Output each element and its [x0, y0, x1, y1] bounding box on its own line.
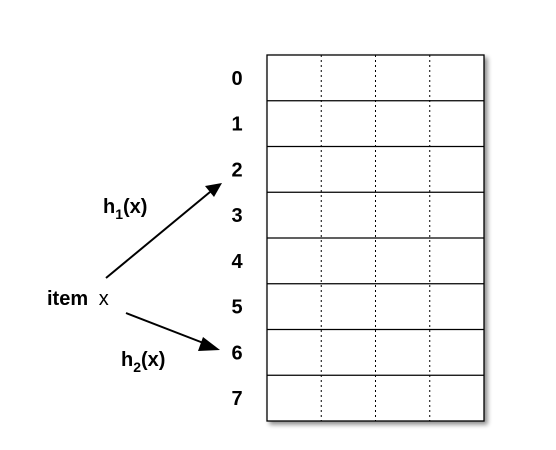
hash-h1-argument: (x) — [123, 196, 147, 218]
hash-arrow-h2 — [125, 312, 220, 351]
hash-label-h1: h1(x) — [103, 196, 147, 222]
row-labels: 0 1 2 3 4 5 6 7 — [231, 68, 243, 410]
row-label-2: 2 — [231, 159, 242, 181]
item-word: item — [47, 288, 88, 310]
hash-h2-subscript: 2 — [133, 359, 141, 375]
row-label-1: 1 — [231, 114, 242, 136]
hash-h2-argument: (x) — [141, 349, 165, 371]
arrow-h2-line — [125, 312, 207, 345]
hash-h1-name: h — [103, 196, 115, 218]
row-label-3: 3 — [231, 205, 242, 227]
hash-table — [266, 54, 485, 422]
row-label-7: 7 — [231, 388, 242, 410]
arrow-h1-head — [205, 183, 222, 197]
hash-arrow-h1 — [105, 183, 222, 279]
column-dividers — [320, 55, 431, 421]
arrow-h1-line — [105, 191, 211, 279]
item-label: item x — [47, 288, 109, 310]
arrow-h2-head — [198, 337, 220, 351]
hash-label-h2: h2(x) — [121, 349, 165, 375]
row-dividers — [267, 100, 484, 376]
row-label-6: 6 — [231, 342, 242, 364]
hash-h1-subscript: 1 — [115, 206, 123, 222]
row-label-5: 5 — [231, 297, 242, 319]
hash-h2-name: h — [121, 349, 133, 371]
row-label-0: 0 — [231, 68, 242, 90]
row-label-4: 4 — [231, 251, 243, 273]
item-variable: x — [99, 288, 109, 310]
